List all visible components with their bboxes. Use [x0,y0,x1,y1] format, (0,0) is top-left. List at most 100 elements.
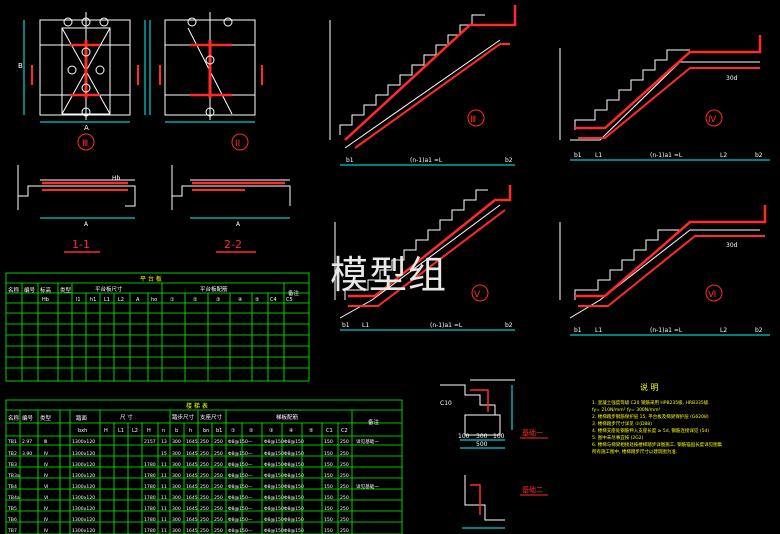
note-line-3: 2. 楼梯踏步钢筋保护层 15, 平台板及梯梁保护层 (G6208) [592,413,709,420]
note-line-5: 4. 楼梯支座处钢筋伸入支座长度 ≥ 5d, 钢筋连接详见 (5d) [592,427,709,434]
notes-title: 说 明 [640,382,659,392]
stair-5-dim-l: (n-1)a1 =L [430,322,463,329]
stair-cell-r2: — [248,440,253,445]
stair-cell-type: Ⅳ [44,462,49,468]
stair-cell-c: 250 [200,517,209,523]
stair-cell-r1: Φ8@150 [228,473,248,479]
stair-sub-r4: ④ [289,428,294,434]
stair-cell-c1: 150 [324,506,333,512]
platform-sub-r5: ⑤ [255,297,259,303]
section-1-hb: Hb [112,175,121,182]
stair-cell-b: 300 [172,495,181,501]
stair-type-5 [334,185,515,331]
stair-cell-id: TB1 [7,439,17,445]
note-line-1: 1. 混凝土强度等级 C20 钢筋采用 HPB235级, HRB335级. [592,399,710,406]
stair-4-dim-b2: b2 [755,152,763,159]
plan-2-roman-bubble [231,133,249,151]
stair-5-roman: Ⅴ [474,290,481,300]
stair-cell-c: 250 [200,451,209,457]
stair-5-bubble [471,284,489,302]
stair-header-size: 尺 寸 [120,413,133,421]
stair-cell-b: 300 [172,451,181,457]
stair-5-dim-b2: b2 [505,322,513,329]
stair-sub-bn: bn [203,428,209,434]
stair-cell-r1: Φ8@150 [228,451,248,457]
stair-cell-c1: 150 [324,495,333,501]
stair-6-roman: Ⅵ [708,290,716,300]
platform-table [5,272,310,382]
stair-cell-d: 250 [214,517,223,523]
stair-cell-d: 250 [214,473,223,479]
plan-1-dim-b: B [18,62,23,70]
stair-cell-r2: — [248,518,253,523]
foundation-dim-3: 100 [493,433,505,440]
foundation-dim-1: 100 [458,433,470,440]
stair-cell-r2: — [248,463,253,468]
stair-cell-id: TB5 [7,506,17,512]
platform-sub-r1: ① [170,297,175,303]
foundation-c10: C10 [440,400,452,407]
platform-sub-L2: L2 [118,297,124,303]
stair-cell-id: TB4 [7,484,17,490]
stair-cell-type: Ⅳ [44,473,49,479]
stair-sub-r3: ③ [269,428,273,434]
stair-cell-c: 250 [200,506,209,512]
stair-cell-note: 详见基础一 [356,438,379,445]
stair-cell-r1: Φ8@150 [228,439,248,445]
stair-cell-type: Ⅳ [44,451,49,457]
stair-cell-r2: — [248,496,253,501]
stair-6-dim-l: (n-1)a1 =L [650,327,683,334]
stair-cell-c2: 250 [340,451,349,457]
stair-cell-size: 1300x120 [72,517,95,523]
stair-cell-size: 1300x120 [72,439,95,445]
stair-sub-c2: C2 [341,428,348,434]
stair-sub-c1: C1 [326,428,333,434]
stair-cell-type: Ⅵ [44,484,48,490]
stair-header-type: 类型 [40,414,52,422]
stair-6-bubble [705,284,723,302]
stair-cell-c2: 250 [340,528,349,534]
stair-cell-n: 11 [161,506,167,512]
stair-cell-d: 250 [214,439,223,445]
stair-cell-id: TB2 [7,451,17,457]
stair-cell-id: TB7 [7,528,17,534]
stair-cell-r4: Φ8@150 [284,462,304,468]
stair-cell-c2: 250 [340,484,349,490]
stair-cell-r4: Φ8@150 [284,495,304,501]
stair-cell-c: 250 [200,484,209,490]
foundation-dim-2: 300 [476,433,488,440]
stair-cell-n: 15 [161,451,167,457]
stair-cell-hb: 2.97 [22,439,32,445]
stair-6-tag: 30d [726,242,738,249]
stair-cell-note: 详见基础一 [356,483,379,490]
stair-sub-r1: ① [231,428,236,434]
stair-cell-rows: 1780 [144,517,156,523]
stair-cell-h2: 1645 [186,495,198,501]
stair-cell-r2: — [248,529,253,534]
note-line-2: fy= 210N/mm² fy= 300N/mm² [592,407,660,413]
stair-cell-id: TB4a [7,495,20,501]
stair-cell-d: 250 [214,506,223,512]
stair-cell-r4: Φ8@150 [284,517,304,523]
stair-cell-rows: 1780 [144,473,156,479]
note-line-4: 3. 楼梯踏步尺寸详见 ①(D88) [592,420,652,427]
stair-cell-r3: Φ8@150 [264,506,284,512]
note-line-6: 5. 图中未尽事宜按 (2G2) [592,434,644,441]
stair-cell-d: 250 [214,462,223,468]
platform-sub-r4: ④ [238,297,243,303]
stair-cell-r1: Φ8@150 [228,484,248,490]
stair-6-dim-l1: L1 [595,327,602,334]
stair-3-dim-b1: b1 [346,157,354,164]
stair-cell-r3: Φ8@150 [264,462,284,468]
stair-cell-c2: 250 [340,517,349,523]
stair-cell-r2: — [248,485,253,490]
stair-cell-h2: 1645 [186,439,198,445]
stair-cell-n: 11 [161,462,167,468]
stair-table-title: 楼 梯 表 [186,402,208,410]
stair-sub-b: b [175,428,178,434]
platform-sub-L1: L1 [104,297,110,303]
stair-5-dim-l1: L1 [362,322,369,329]
stair-cell-c: 250 [200,528,209,534]
plan-view-1 [23,12,146,123]
